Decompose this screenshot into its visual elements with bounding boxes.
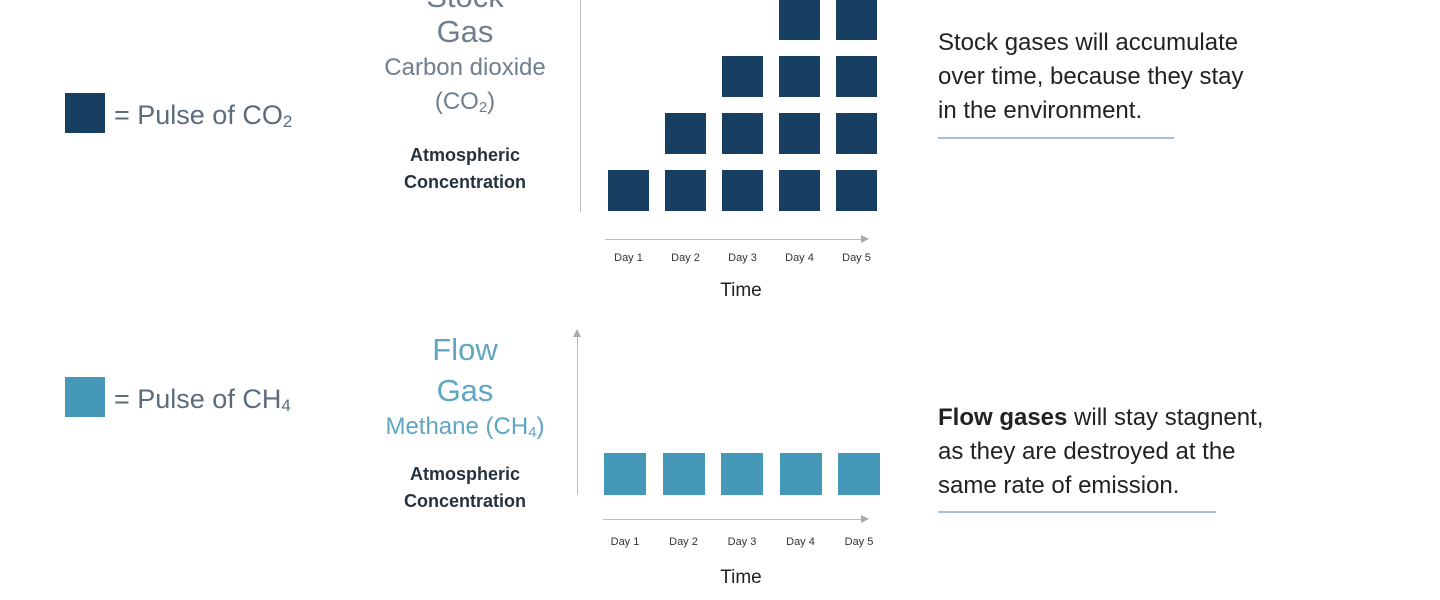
stock-pulse-block (608, 170, 649, 211)
co2-pulse-swatch (65, 93, 105, 133)
stock-description: Stock gases will accumulate over time, b… (938, 29, 1244, 124)
flow-x-axis-arrow (861, 515, 869, 523)
stock-pulse-block (836, 0, 877, 40)
flow-day-label: Day 5 (844, 536, 874, 548)
stock-pulse-block (779, 56, 820, 97)
stock-day-label: Day 2 (671, 252, 700, 264)
flow-gas-subtitle: Methane (CH4) (385, 413, 545, 441)
flow-day-label: Day 3 (727, 536, 757, 548)
flow-gas-title-line1: Flow (432, 332, 498, 367)
flow-description-underline (938, 511, 1216, 513)
stock-pulse-block (836, 56, 877, 97)
ch4-legend-label: = Pulse of CH4 (114, 384, 291, 415)
ch4-pulse-swatch (65, 377, 105, 417)
flow-x-axis (603, 519, 863, 520)
flow-pulse-block (662, 453, 705, 495)
stock-pulse-block (665, 113, 706, 154)
stock-pulse-block (722, 113, 763, 154)
flow-day-label: Day 4 (786, 536, 815, 548)
stock-day-label: Day 1 (614, 252, 643, 264)
stock-gas-subtitle: Carbon dioxide (384, 54, 546, 81)
stock-gas-title-line1: Stock (370, 0, 560, 18)
flow-pulse-block (838, 453, 880, 495)
stock-pulse-block (665, 170, 706, 211)
stock-x-axis (605, 239, 863, 240)
stock-pulse-block (836, 170, 877, 211)
flow-pulse-block (604, 453, 646, 495)
stock-pulse-block (836, 113, 877, 154)
flow-gas-title-line2: Gas (436, 373, 494, 408)
flow-y-axis (577, 336, 578, 495)
flow-pulse-block (721, 453, 763, 495)
flow-description: Flow gases will stay stagnent, as they a… (938, 404, 1264, 499)
stock-description-underline (938, 137, 1174, 139)
stock-x-axis-label: Time (720, 280, 762, 301)
stock-gas-title-line2: Gas (436, 14, 494, 49)
flow-y-axis-arrow (573, 329, 581, 337)
stock-day-label: Day 4 (785, 252, 814, 264)
stock-pulse-block (779, 0, 820, 40)
co2-legend-label: = Pulse of CO2 (114, 100, 293, 131)
flow-x-axis-label: Time (720, 567, 762, 588)
flow-day-label: Day 1 (610, 536, 640, 548)
stock-day-label: Day 5 (842, 252, 871, 264)
stock-pulse-block (722, 170, 763, 211)
stock-gas-formula: (CO2) (434, 88, 496, 116)
stock-pulse-block (779, 113, 820, 154)
flow-y-axis-label: Atmospheric Concentration (403, 464, 526, 511)
stock-x-axis-arrow (861, 235, 869, 243)
flow-pulse-block (779, 453, 822, 495)
flow-day-label: Day 2 (669, 536, 698, 548)
stock-y-axis (580, 0, 581, 212)
stock-y-axis-label: Atmospheric Concentration (403, 145, 526, 192)
stock-pulse-block (722, 56, 763, 97)
stock-pulse-block (779, 170, 820, 211)
stock-day-label: Day 3 (728, 252, 757, 264)
